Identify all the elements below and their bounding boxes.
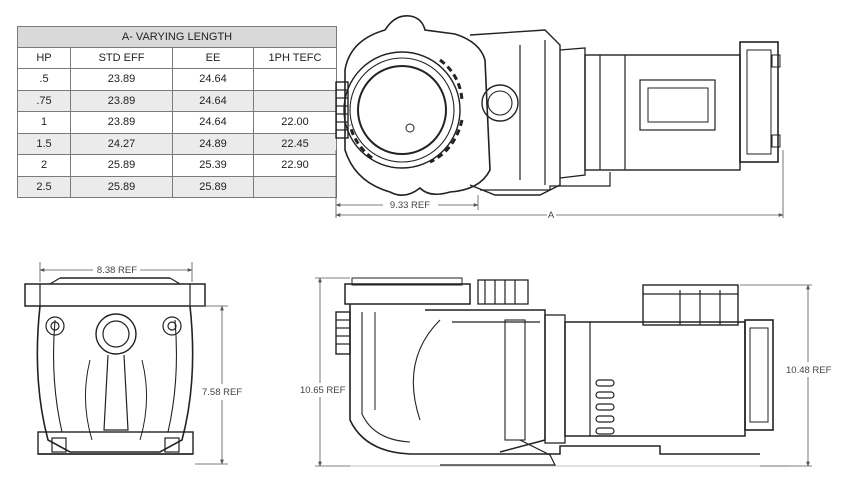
cell-ee: 25.89 [172, 175, 254, 198]
column-header-hp: HP [17, 47, 71, 69]
dim-front-height-label: 7.58 REF [202, 387, 242, 398]
table-row: .5 23.89 24.64 [17, 68, 337, 91]
cell-std-eff: 23.89 [70, 89, 173, 112]
dim-top-width-label: 9.33 REF [390, 200, 430, 211]
dim-side-motor-height-label: 10.48 REF [786, 365, 832, 376]
cell-tefc [253, 68, 337, 91]
cell-std-eff: 25.89 [70, 175, 173, 198]
side-view-dimensions [315, 277, 812, 467]
table-row: 2 25.89 25.39 22.90 [17, 154, 337, 177]
table-row: 2.5 25.89 25.89 [17, 175, 337, 198]
cell-ee: 24.64 [172, 89, 254, 112]
table-row: 1 23.89 24.64 22.00 [17, 111, 337, 134]
front-view [24, 277, 206, 455]
cell-tefc [253, 175, 337, 198]
top-view [335, 14, 781, 196]
front-view-dimensions [39, 262, 228, 465]
table-row: .75 23.89 24.64 [17, 89, 337, 112]
cell-hp: .75 [17, 89, 71, 112]
cell-ee: 24.89 [172, 132, 254, 155]
dim-overall-length-label: A [548, 210, 555, 221]
column-header-std-eff: STD EFF [70, 47, 173, 69]
dim-front-width-label: 8.38 REF [97, 265, 137, 276]
cell-hp: 2.5 [17, 175, 71, 198]
cell-tefc [253, 89, 337, 112]
length-spec-table: A- VARYING LENGTH HP STD EFF EE 1PH TEFC… [17, 26, 337, 198]
top-view-dimensions [335, 150, 784, 218]
table-title: A- VARYING LENGTH [17, 26, 337, 48]
cell-hp: .5 [17, 68, 71, 91]
column-header-1ph-tefc: 1PH TEFC [253, 47, 337, 69]
side-view [335, 277, 790, 467]
cell-tefc: 22.90 [253, 154, 337, 177]
dim-side-total-height-label: 10.65 REF [300, 385, 346, 396]
